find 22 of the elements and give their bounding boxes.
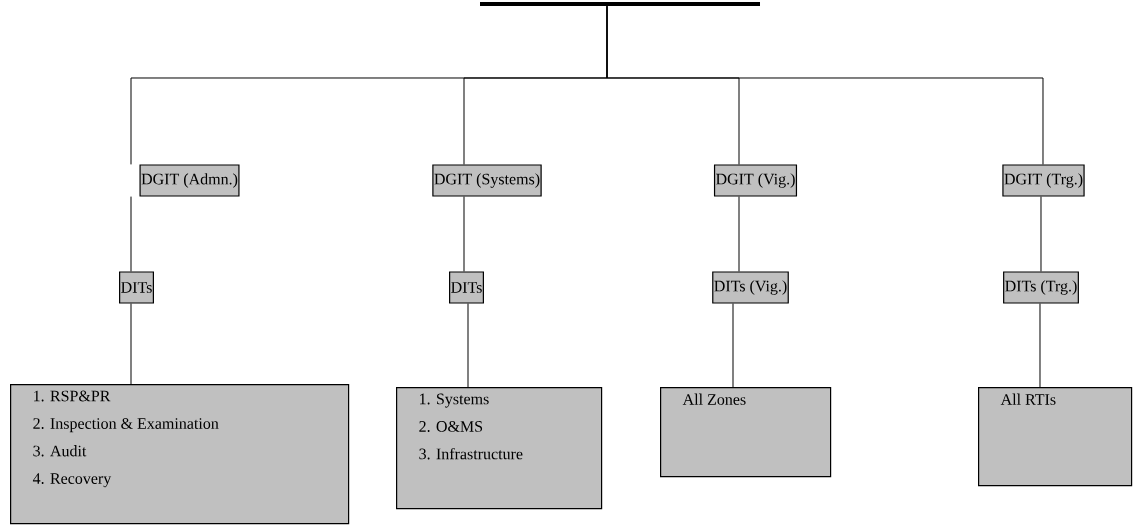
connector-line: [463, 196, 465, 272]
connector-line: [606, 5, 1044, 165]
list-box: All RTIs: [978, 387, 1133, 487]
position-box: DITs (Vig.): [712, 271, 789, 304]
position-box: DITs: [119, 271, 154, 304]
position-box: DITs (Trg.): [1003, 271, 1079, 304]
list-box: 1. Systems 2. O&MS 3. Infrastructure: [396, 387, 603, 510]
position-box: DITs: [449, 271, 484, 304]
connector-line: [732, 303, 734, 388]
connector-line: [1040, 196, 1042, 272]
connector-line: [1039, 303, 1041, 388]
list-box: 1. RSP&PR 2. Inspection & Examination 3. Audit 4. Recovery: [10, 384, 350, 525]
position-box: DGIT (Trg.): [1002, 164, 1085, 197]
position-box: DGIT (Systems): [432, 164, 542, 197]
connector-line: [130, 196, 132, 272]
position-box: DGIT (Vig.): [713, 164, 798, 197]
connector-line: [130, 303, 132, 385]
connector-line: [467, 303, 469, 388]
title-bar: [480, 2, 760, 6]
position-box: DGIT (Admn.): [139, 164, 240, 197]
connector-line: [738, 196, 740, 272]
list-box: All Zones: [660, 387, 832, 478]
